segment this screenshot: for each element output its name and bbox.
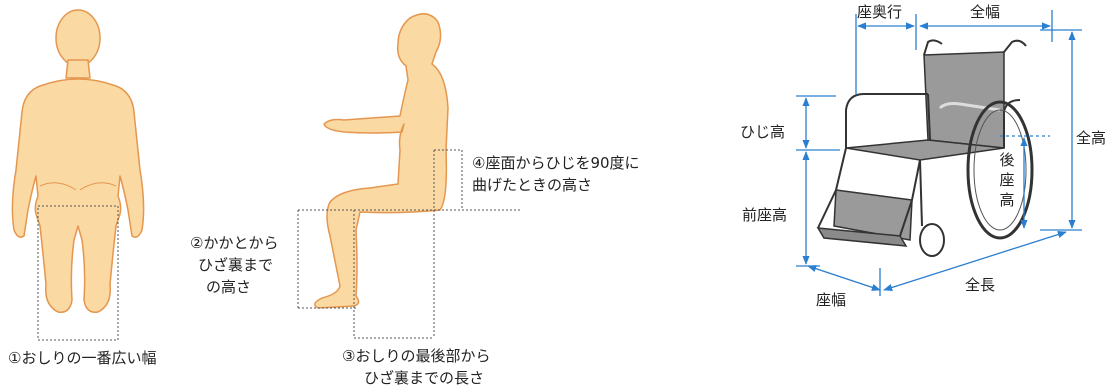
seat-width-label: 座幅 (816, 291, 847, 309)
hip-to-knee-label-line2: ひざ裏までの長さ (364, 369, 485, 387)
side-measure-guides (297, 149, 520, 339)
heel-to-knee-label-line2: ひざ裏まで (198, 256, 274, 274)
seat-depth-label: 座奥行 (857, 3, 903, 21)
wheelchair-illustration (816, 39, 1034, 257)
heel-to-knee-label-line1: ②かかとから (190, 234, 279, 252)
back-seat-height-char-2: 座 (999, 171, 1015, 189)
back-seat-height-char-3: 高 (999, 191, 1015, 209)
hip-width-label: ①おしりの一番広い幅 (8, 349, 157, 367)
front-body-figure (11, 9, 145, 313)
overall-length-label: 全長 (965, 276, 996, 294)
wheelchair-dimension-lines (796, 10, 1082, 296)
overall-height-label: 全高 (1076, 129, 1107, 147)
side-body-figure (314, 13, 449, 309)
back-seat-height-char-1: 後 (999, 151, 1015, 169)
hip-to-knee-label-line1: ③おしりの最後部から (342, 347, 491, 365)
front-seat-height-label: 前座高 (742, 206, 788, 224)
hip-width-guide (37, 205, 119, 341)
elbow-height-label-line1: ④座面からひじを90度に (472, 154, 640, 172)
heel-to-knee-label-line3: の高さ (206, 278, 252, 296)
elbow-height-label-line2: 曲げたときの高さ (472, 176, 593, 194)
back-seat-height-label: 後 座 高 (998, 150, 1016, 210)
armrest-height-label: ひじ高 (740, 123, 786, 141)
overall-width-label: 全幅 (970, 3, 1001, 21)
